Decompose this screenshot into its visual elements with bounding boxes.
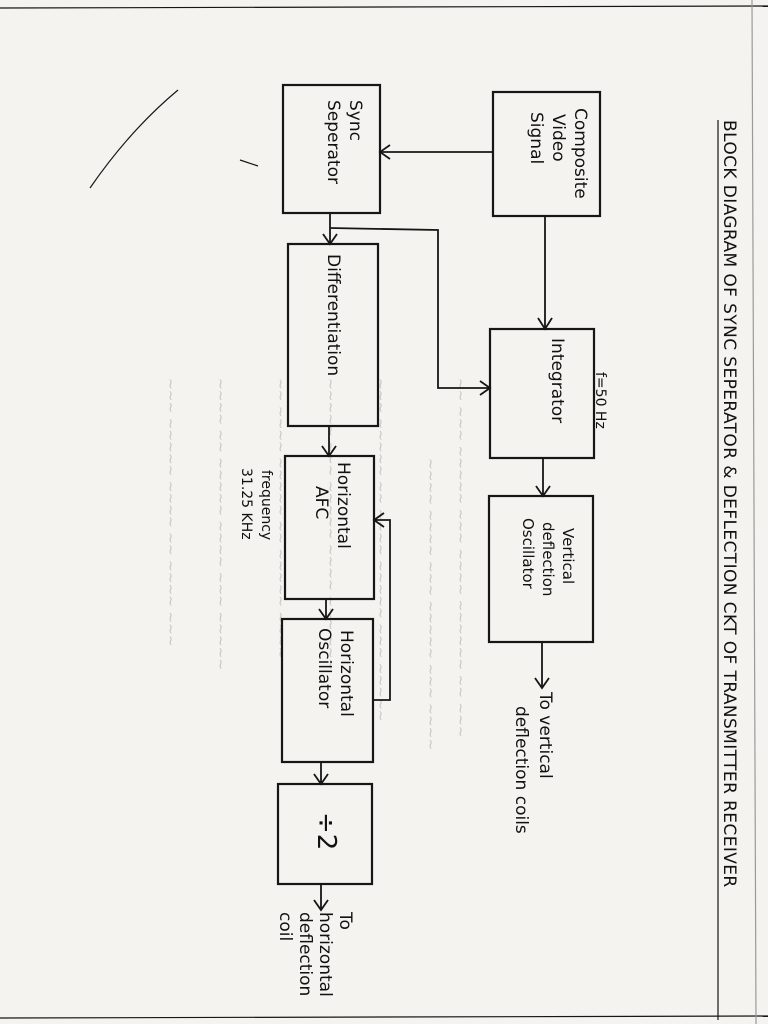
vertical-osc-label-2: deflection <box>539 522 557 596</box>
svg-text:~~~~ ~~~~ ~~~ ~~~~~ ~~~ ~~~~: ~~~~ ~~~~ ~~~ ~~~~~ ~~~ ~~~~ <box>422 458 438 750</box>
wire-feedback-osc-to-afc <box>373 519 391 701</box>
pen-tick-mark <box>239 159 259 167</box>
arrowhead-sync-input <box>378 144 391 160</box>
arrowhead-divider-input <box>313 773 329 786</box>
svg-text:~~~~ ~~ ~~~~~ ~~~~ ~~~ ~~~~~: ~~~~ ~~ ~~~~~ ~~~~ ~~~ ~~~~~ <box>212 378 228 670</box>
vertical-osc-label-3: Oscillator <box>519 518 537 590</box>
horizontal-afc-label-2: AFC <box>311 486 331 519</box>
composite-label-1: Composite <box>570 108 590 199</box>
integrator-block <box>488 327 596 460</box>
horizontal-output-label-2: horizontal <box>315 912 335 997</box>
pen-stroke-mark <box>89 89 179 189</box>
arrowhead-afc-feedback <box>372 512 385 528</box>
vertical-output-label-2: deflection coils <box>511 706 531 834</box>
arrowhead-horizontal-osc-input <box>318 608 334 621</box>
page-top-edge <box>0 5 768 9</box>
horizontal-frequency-note-2: 31.25 KHz <box>238 468 254 540</box>
arrowhead-vertical-output <box>534 677 550 690</box>
arrowhead-differentiation-input <box>322 233 338 246</box>
arrowhead-vertical-osc-input <box>535 485 551 498</box>
horizontal-osc-label-2: Oscillator <box>314 628 334 708</box>
divide-by-two-label: ÷2 <box>311 812 341 850</box>
arrowhead-afc-input <box>321 445 337 458</box>
svg-text:~~ ~~~ ~~~~~ ~~~ ~~~~ ~~~~~~ ~: ~~ ~~~ ~~~~~ ~~~ ~~~~ ~~~~~~ ~~ ~~~ <box>452 378 468 738</box>
horizontal-output-label-1: To <box>335 911 355 930</box>
svg-text:~~~ ~~~~~ ~~~~ ~~ ~~~~ ~~~: ~~~ ~~~~~ ~~~~ ~~ ~~~~ ~~~ <box>162 378 178 647</box>
svg-text:~~~ ~~~~~ ~~ ~~~~ ~~~~~ ~~~ ~~: ~~~ ~~~~~ ~~ ~~~~ ~~~~~ ~~~ ~~~~~ <box>372 378 388 721</box>
sync-label-1: Sync <box>345 100 365 141</box>
horizontal-frequency-note-1: frequency <box>258 470 274 540</box>
arrowhead-integrator-side-input <box>479 380 492 396</box>
sync-seperator-block <box>281 83 382 215</box>
vertical-frequency-note: f=50 Hz <box>592 372 608 429</box>
vertical-deflection-oscillator-block <box>487 494 595 644</box>
wire-sync-to-integrator <box>329 227 490 389</box>
horizontal-output-label-4: coil <box>275 912 295 941</box>
vertical-output-label-1: To vertical <box>535 691 555 779</box>
differentiation-block <box>286 242 380 428</box>
composite-label-3: Signal <box>526 112 546 164</box>
horizontal-oscillator-block <box>280 617 375 764</box>
horizontal-afc-label-1: Horizontal <box>333 462 353 549</box>
arrowhead-integrator-input <box>537 317 553 331</box>
page-margin-line <box>751 0 757 1024</box>
composite-label-2: Video <box>548 114 568 162</box>
horizontal-output-label-3: deflection <box>295 912 315 996</box>
composite-video-signal-block <box>491 90 602 218</box>
sync-label-2: Seperator <box>323 100 343 184</box>
vertical-osc-label-1: Vertical <box>559 528 577 584</box>
horizontal-osc-label-1: Horizontal <box>336 630 356 717</box>
divide-by-two-block <box>276 782 374 886</box>
integrator-label: Integrator <box>547 338 567 423</box>
differentiation-label: Differentiation <box>323 254 343 376</box>
arrowhead-horizontal-output <box>313 899 329 912</box>
diagram-title: BLOCK DIAGRAM OF SYNC SEPERATOR & DEFLEC… <box>719 120 739 888</box>
page-bottom-edge <box>0 1015 768 1019</box>
